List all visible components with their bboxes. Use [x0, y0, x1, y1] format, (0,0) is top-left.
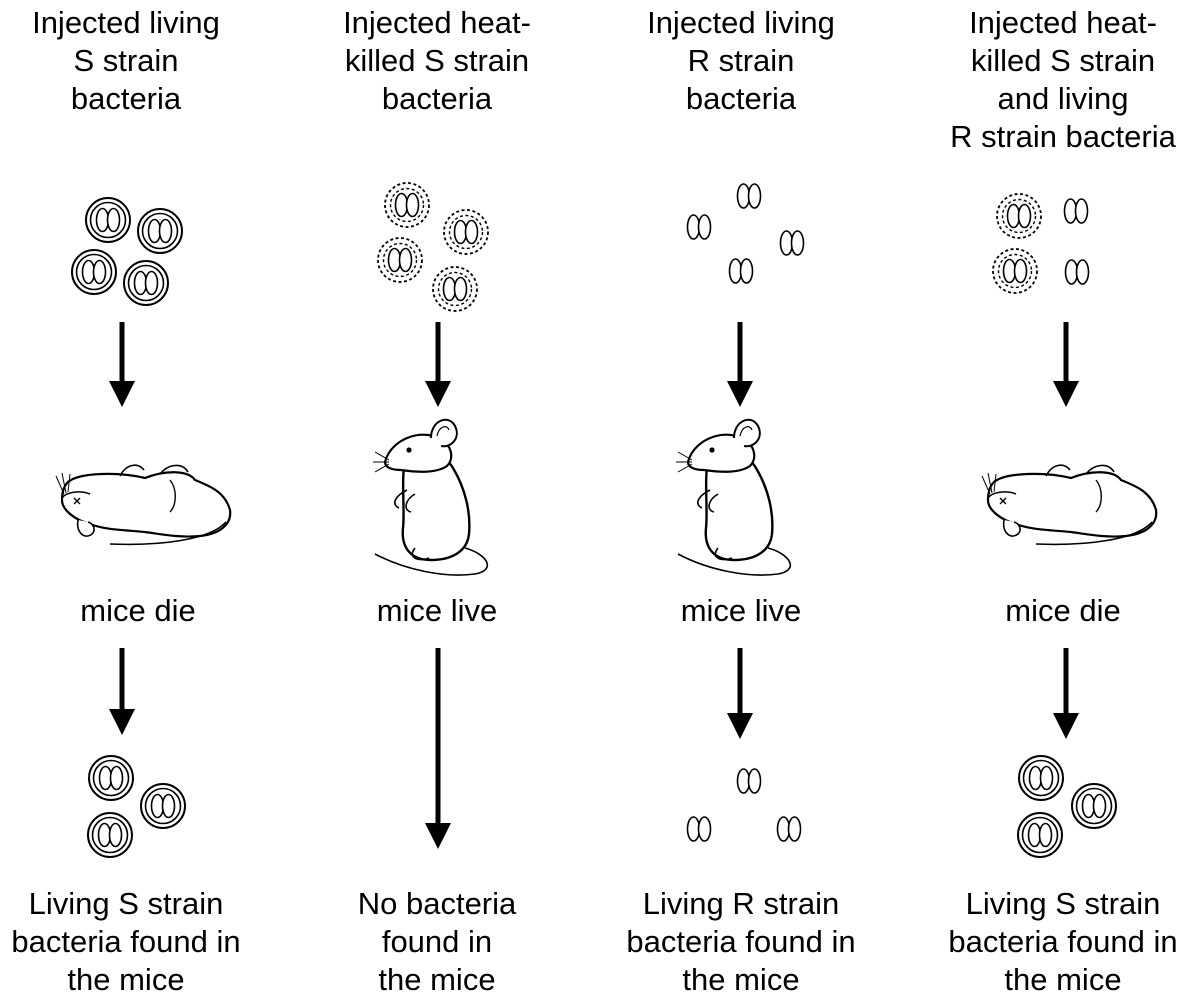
r-strain-bacterium-icon — [781, 231, 804, 255]
injected-bacteria-column-4 — [993, 194, 1089, 293]
s-strain-bacterium-icon — [124, 261, 168, 305]
s-strain-bacterium-icon — [138, 209, 182, 253]
s-strain-bacterium-icon — [86, 198, 130, 242]
heat-killed-s-strain-bacterium-icon — [444, 210, 488, 254]
live-mouse-icon — [676, 420, 790, 575]
r-strain-bacterium-icon — [688, 215, 711, 239]
down-arrow-icon — [109, 322, 135, 407]
injected-bacteria-column-1 — [72, 198, 182, 305]
heat-killed-s-strain-bacterium-icon — [993, 249, 1037, 293]
s-strain-bacterium-icon — [1072, 784, 1116, 828]
r-strain-bacterium-icon — [1065, 199, 1088, 223]
dead-mouse-icon — [56, 465, 230, 544]
down-arrow-icon — [1053, 648, 1079, 739]
down-arrow-icon — [425, 648, 451, 849]
s-strain-bacterium-icon — [1018, 813, 1062, 857]
down-arrow-icon — [1053, 322, 1079, 407]
r-strain-bacterium-icon — [730, 259, 753, 283]
r-strain-bacterium-icon — [1066, 260, 1089, 284]
s-strain-bacterium-icon — [89, 756, 133, 800]
injected-bacteria-column-3 — [688, 184, 804, 283]
result-bacteria-column-1 — [88, 756, 185, 857]
injected-bacteria-column-2 — [378, 183, 488, 311]
result-bacteria-column-4 — [1018, 756, 1116, 857]
r-strain-bacterium-icon — [688, 817, 711, 841]
down-arrow-icon — [425, 322, 451, 407]
r-strain-bacterium-icon — [738, 184, 761, 208]
heat-killed-s-strain-bacterium-icon — [378, 238, 422, 282]
heat-killed-s-strain-bacterium-icon — [997, 194, 1041, 238]
heat-killed-s-strain-bacterium-icon — [433, 267, 477, 311]
result-bacteria-column-3 — [688, 769, 801, 841]
s-strain-bacterium-icon — [88, 813, 132, 857]
r-strain-bacterium-icon — [778, 817, 801, 841]
dead-mouse-icon — [982, 465, 1156, 544]
down-arrow-icon — [727, 322, 753, 407]
s-strain-bacterium-icon — [72, 250, 116, 294]
r-strain-bacterium-icon — [738, 769, 761, 793]
s-strain-bacterium-icon — [1019, 756, 1063, 800]
s-strain-bacterium-icon — [141, 784, 185, 828]
down-arrow-icon — [109, 648, 135, 735]
heat-killed-s-strain-bacterium-icon — [385, 183, 429, 227]
live-mouse-icon — [373, 420, 487, 575]
down-arrow-icon — [727, 648, 753, 739]
